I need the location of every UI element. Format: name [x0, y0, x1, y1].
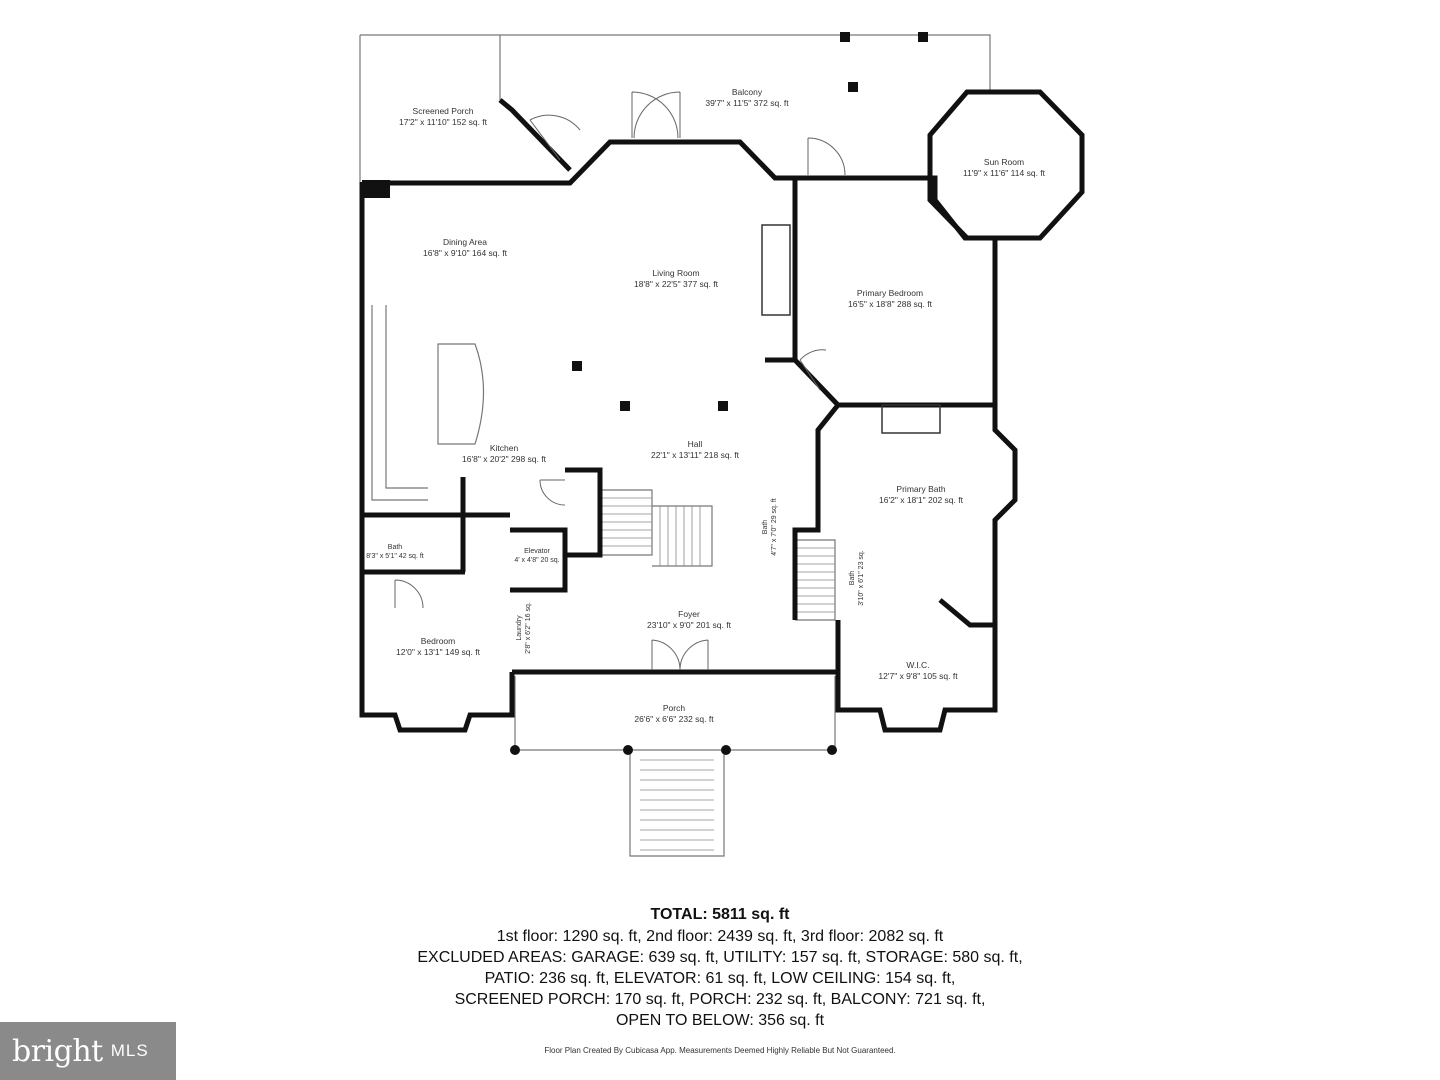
- room-name: Screened Porch: [412, 106, 474, 116]
- summary-line: SCREENED PORCH: 170 sq. ft, PORCH: 232 s…: [454, 991, 986, 1008]
- room-dims: 18'8" x 22'5" 377 sq. ft: [634, 279, 718, 289]
- logo-suffix: MLS: [110, 1041, 149, 1060]
- room-dims: 16'8" x 9'10" 164 sq. ft: [423, 248, 507, 258]
- exterior-west-wall: [359, 182, 515, 733]
- room-dims: 22'1" x 13'11" 218 sq. ft: [650, 450, 740, 460]
- room-dims: 26'6" x 6'6" 232 sq. ft: [634, 714, 714, 724]
- room-name: Bath: [762, 519, 769, 535]
- summary-line: EXCLUDED AREAS: GARAGE: 639 sq. ft, UTIL…: [417, 949, 1023, 966]
- area-summary: TOTAL: 5811 sq. ft 1st floor: 1290 sq. f…: [0, 904, 1440, 1031]
- room-dims: 39'7" x 11'5" 372 sq. ft: [705, 98, 789, 108]
- summary-line: PATIO: 236 sq. ft, ELEVATOR: 61 sq. ft, …: [484, 970, 956, 987]
- room-name: Bath: [849, 570, 856, 586]
- fireplace: [761, 224, 791, 316]
- room-name: Primary Bedroom: [856, 288, 924, 298]
- screened-porch-outline: [359, 34, 501, 182]
- wall-primary-bath-west: [792, 358, 995, 620]
- kitchen-island: [437, 343, 485, 445]
- room-dims: 23'10" x 9'0" 201 sq. ft: [647, 620, 731, 630]
- wall-kitchen-lower: [362, 477, 568, 593]
- summary-line: 1st floor: 1290 sq. ft, 2nd floor: 2439 …: [496, 928, 944, 945]
- room-dims: 12'0" x 13'1" 149 sq. ft: [396, 647, 480, 657]
- room-dims: 12'7" x 9'8" 105 sq. ft: [878, 671, 958, 681]
- room-dims: 16'2" x 18'1" 202 sq. ft: [879, 495, 963, 505]
- room-dims: 4' x 4'8" 20 sq.: [514, 557, 560, 564]
- wall-stair-core: [565, 467, 603, 558]
- wall-dining-north: [362, 139, 795, 186]
- room-dims: 8'3" x 5'1" 42 sq. ft: [366, 553, 424, 560]
- room-dims: 16'5" x 18'8" 288 sq. ft: [848, 299, 932, 309]
- room-name: Kitchen: [489, 443, 519, 453]
- room-dims: 11'9" x 11'6" 114 sq. ft: [962, 168, 1046, 178]
- room-dims: 4'7" x 7'0" 29 sq. ft: [771, 498, 778, 556]
- room-name: Dining Area: [443, 237, 487, 247]
- kitchen-counter: [371, 305, 428, 501]
- room-name: Bath: [387, 544, 403, 551]
- room-name: Porch: [662, 703, 686, 713]
- room-name: Laundry: [516, 615, 523, 641]
- wall-balcony-inner: [498, 98, 572, 172]
- room-dims: 2'8" x 6'2" 16 sq.: [525, 602, 532, 654]
- room-name: Bedroom: [420, 636, 456, 646]
- sun-room-wall: [927, 89, 1085, 241]
- bright-mls-logo: bright MLS: [0, 1022, 176, 1080]
- stairs-upper: [600, 489, 713, 567]
- room-name: Foyer: [678, 609, 700, 619]
- room-label-wic: W.I.C.12'7" x 9'8" 105 sq. ft: [878, 660, 957, 682]
- room-name: Hall: [687, 439, 703, 449]
- logo-brand: bright: [12, 1033, 103, 1069]
- summary-line: OPEN TO BELOW: 356 sq. ft: [615, 1012, 825, 1029]
- disclaimer: Floor Plan Created By Cubicasa App. Meas…: [544, 1046, 896, 1055]
- floor-plan: [359, 32, 1085, 857]
- room-name: Balcony: [731, 87, 763, 97]
- porch-outline: [514, 676, 836, 751]
- room-name: Sun Room: [983, 157, 1025, 167]
- porch-stairs: [629, 750, 725, 857]
- room-name: Elevator: [524, 548, 550, 555]
- balcony-outline: [500, 34, 991, 90]
- room-name: Living Room: [652, 268, 700, 278]
- room-label-elevator: Elevator 4' x 4'8" 20 sq.: [514, 547, 559, 565]
- primary-bath-fireplace: [881, 404, 941, 434]
- room-dims: 17'2" x 11'10" 152 sq. ft: [398, 117, 488, 127]
- wall-east-lower: [835, 620, 998, 733]
- total-area: TOTAL: 5811 sq. ft: [650, 906, 790, 923]
- wall-primary-bath-east: [938, 405, 1018, 628]
- room-name: W.I.C.: [906, 660, 930, 670]
- room-name: Primary Bath: [896, 484, 946, 494]
- room-dims: 16'8" x 20'2" 298 sq. ft: [462, 454, 546, 464]
- room-label-bath-left: Bath 8'3" x 5'1" 42 sq. ft: [366, 543, 423, 561]
- room-dims: 3'10" x 6'1" 23 sq.: [858, 550, 865, 606]
